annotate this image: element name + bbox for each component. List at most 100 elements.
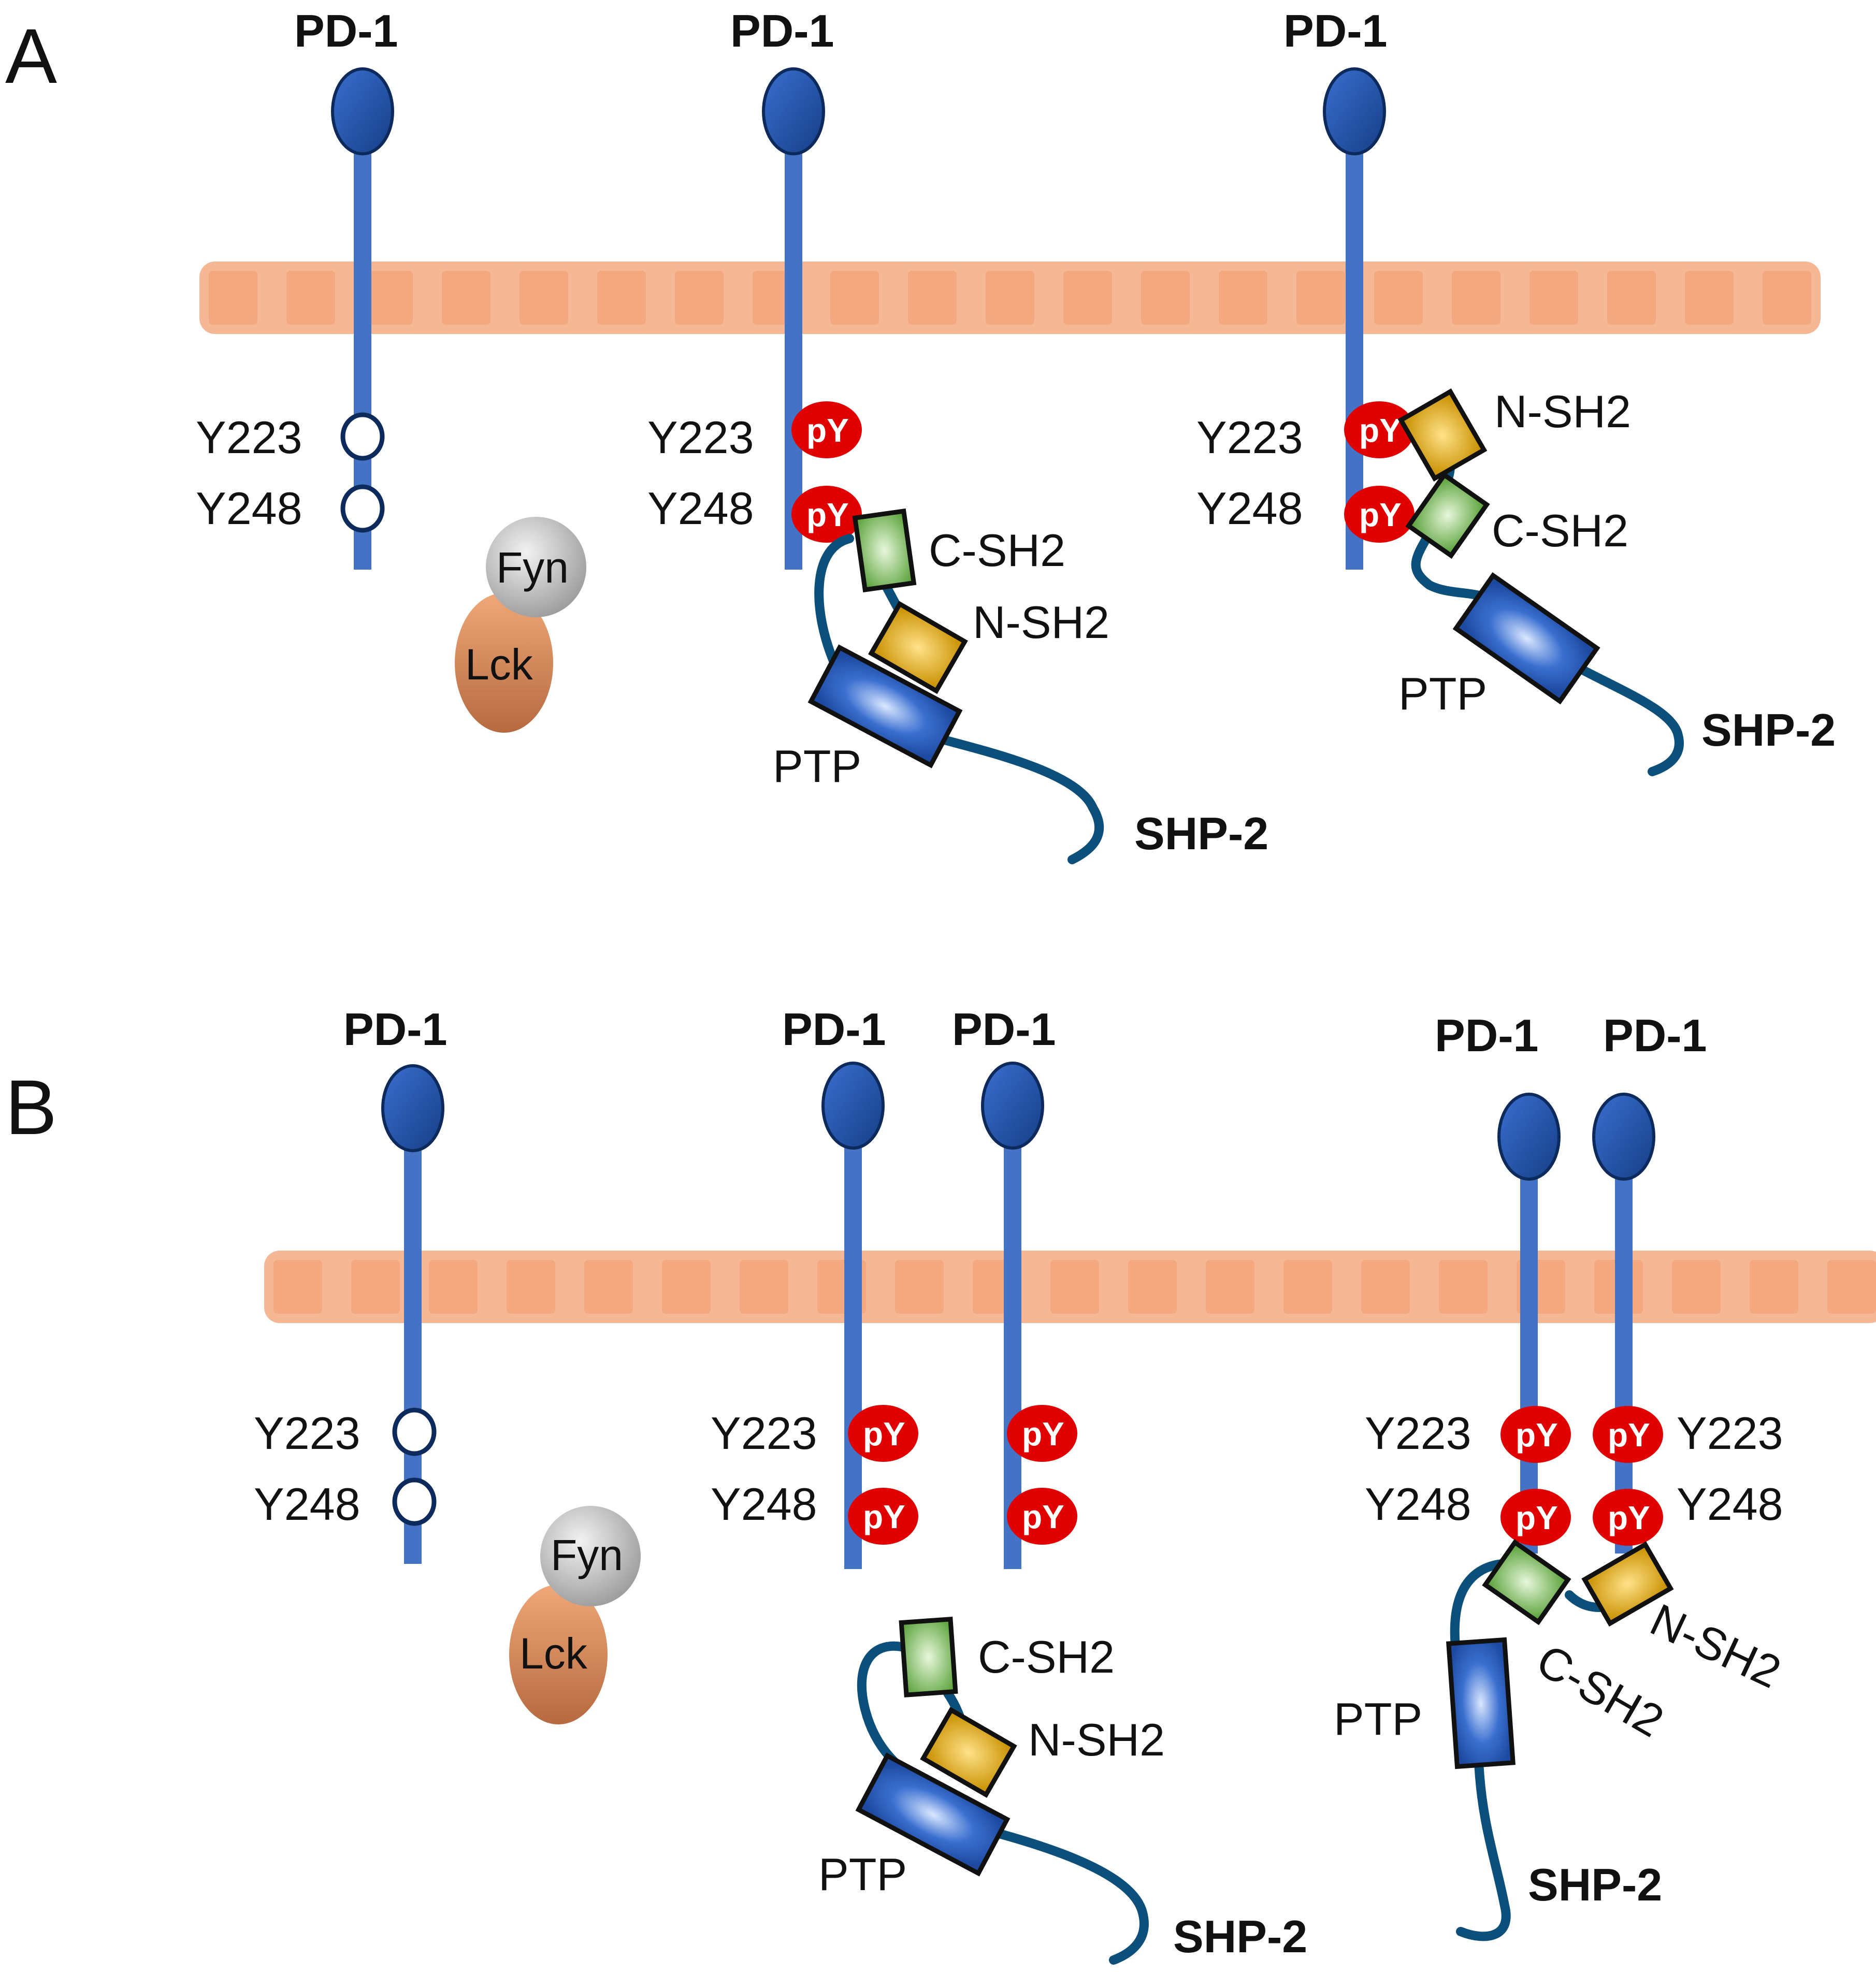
lipid-block — [1219, 271, 1267, 325]
y223-label: Y223 — [254, 1407, 360, 1459]
pd1-head — [1323, 67, 1386, 155]
lipid-block — [1361, 1260, 1410, 1314]
fyn-kinase — [540, 1506, 641, 1606]
pd1-label: PD-1 — [952, 1004, 1056, 1055]
y248-site — [392, 1477, 437, 1526]
py-label: pY — [1608, 1416, 1650, 1454]
y248-label: Y248 — [254, 1478, 360, 1530]
lipid-block — [1374, 271, 1423, 325]
shp2-label: SHP-2 — [1134, 808, 1268, 859]
lipid-block — [1750, 1260, 1798, 1314]
lipid-block — [830, 271, 879, 325]
y248-site — [340, 484, 385, 533]
pd1-head — [1497, 1093, 1561, 1181]
lipid-block — [986, 271, 1034, 325]
ptp-domain — [1446, 1637, 1516, 1769]
lipid-block — [908, 271, 957, 325]
lipid-block — [1763, 271, 1811, 325]
fyn-label: Fyn — [551, 1531, 623, 1579]
c-sh2-domain — [899, 1617, 958, 1697]
lipid-block — [1529, 271, 1578, 325]
y223-label: Y223 — [196, 412, 302, 463]
pd1-head — [821, 1062, 885, 1150]
pd1-label: PD-1 — [1603, 1010, 1707, 1061]
c-sh2-domain — [852, 508, 917, 592]
pd1-label: PD-1 — [730, 5, 834, 56]
lipid-block — [1206, 1260, 1254, 1314]
c-sh2-label: C-SH2 — [929, 525, 1065, 576]
py-label: pY — [863, 1415, 905, 1453]
pd1-receptor-b3-right: PD-1 Y223 Y248 pY pY — [1592, 1010, 1783, 1554]
y223-site — [392, 1407, 437, 1456]
pd1-receptor-b1: PD-1 Y223 Y248 — [254, 1004, 448, 1564]
shp2-free-b: C-SH2 N-SH2 PTP SHP-2 — [818, 1617, 1307, 1965]
n-sh2-domain — [1581, 1541, 1674, 1627]
lipid-block — [1685, 271, 1734, 325]
py-label: pY — [1516, 1416, 1558, 1454]
pd1-head — [981, 1062, 1044, 1150]
py-label: pY — [1608, 1499, 1650, 1536]
pd1-receptor-a3: PD-1 Y223 Y248 pY pY — [1196, 5, 1415, 570]
y248-label: Y248 — [1365, 1478, 1471, 1530]
lipid-block — [507, 1260, 555, 1314]
lipid-block — [1296, 271, 1345, 325]
shp2-closed-a: C-SH2 N-SH2 PTP SHP-2 — [773, 508, 1268, 864]
membrane-a — [199, 262, 1821, 334]
y223-label: Y223 — [1196, 412, 1303, 463]
shp2-linker-tail — [1456, 1756, 1511, 1941]
py-label: pY — [1359, 496, 1402, 533]
lipid-block — [364, 271, 413, 325]
lipid-block — [351, 1260, 400, 1314]
y248-label: Y248 — [711, 1478, 817, 1530]
ptp-domain — [855, 1752, 1011, 1877]
lipid-block — [1672, 1260, 1721, 1314]
c-sh2-domain — [1405, 471, 1490, 559]
shp2-linker-tail — [922, 731, 1104, 864]
panel-label-a: A — [5, 12, 57, 99]
y248-label: Y248 — [647, 483, 754, 534]
lipid-block — [442, 271, 490, 325]
phospho-y248: pY — [791, 486, 862, 543]
c-sh2-domain — [1482, 1539, 1571, 1625]
phospho-y223: pY — [1593, 1406, 1663, 1463]
pd1-label: PD-1 — [294, 5, 398, 56]
ptp-label: PTP — [1334, 1693, 1422, 1745]
shp2-bridging-b: C-SH2 N-SH2 PTP SHP-2 — [1334, 1539, 1788, 1941]
py-label: pY — [1022, 1415, 1064, 1453]
c-sh2-label: C-SH2 — [978, 1631, 1115, 1682]
lipid-block — [209, 271, 257, 325]
phospho-y223: pY — [1344, 401, 1415, 458]
ptp-label: PTP — [818, 1849, 907, 1900]
ptp-label: PTP — [1398, 668, 1487, 719]
kinase-pair-a: Fyn Lck — [455, 517, 586, 733]
lipid-block — [1050, 1260, 1099, 1314]
pd1-receptor-b2-left: PD-1 Y223 Y248 pY pY — [711, 1004, 918, 1569]
n-sh2-domain — [920, 1707, 1017, 1798]
pd1-label: PD-1 — [782, 1004, 886, 1055]
shp2-label: SHP-2 — [1528, 1859, 1662, 1910]
phospho-y223: pY — [1500, 1406, 1571, 1463]
shp2-linker-tail — [1565, 658, 1684, 776]
shp2-label: SHP-2 — [1701, 704, 1836, 756]
lck-label: Lck — [465, 640, 533, 689]
fyn-kinase — [486, 517, 586, 617]
phospho-y248: pY — [1500, 1489, 1571, 1546]
pd1-head — [1592, 1093, 1655, 1181]
lck-kinase — [509, 1585, 608, 1724]
shp2-open-a: N-SH2 C-SH2 PTP SHP-2 — [1397, 386, 1836, 776]
phospho-y223: pY — [1007, 1405, 1077, 1462]
lipid-block — [429, 1260, 478, 1314]
lck-kinase — [455, 593, 553, 733]
lipid-block — [1452, 271, 1500, 325]
n-sh2-domain — [1397, 388, 1488, 482]
phospho-y248: pY — [1007, 1488, 1077, 1545]
y223-label: Y223 — [711, 1407, 817, 1459]
phospho-y248: pY — [848, 1488, 918, 1545]
lipid-block — [597, 271, 646, 325]
pd1-head — [762, 67, 825, 155]
kinase-pair-b: Fyn Lck — [509, 1506, 641, 1724]
pd1-receptor-a2: PD-1 Y223 Y248 pY pY — [647, 5, 862, 570]
ptp-label: PTP — [773, 741, 861, 792]
y223-label: Y223 — [1365, 1407, 1471, 1459]
